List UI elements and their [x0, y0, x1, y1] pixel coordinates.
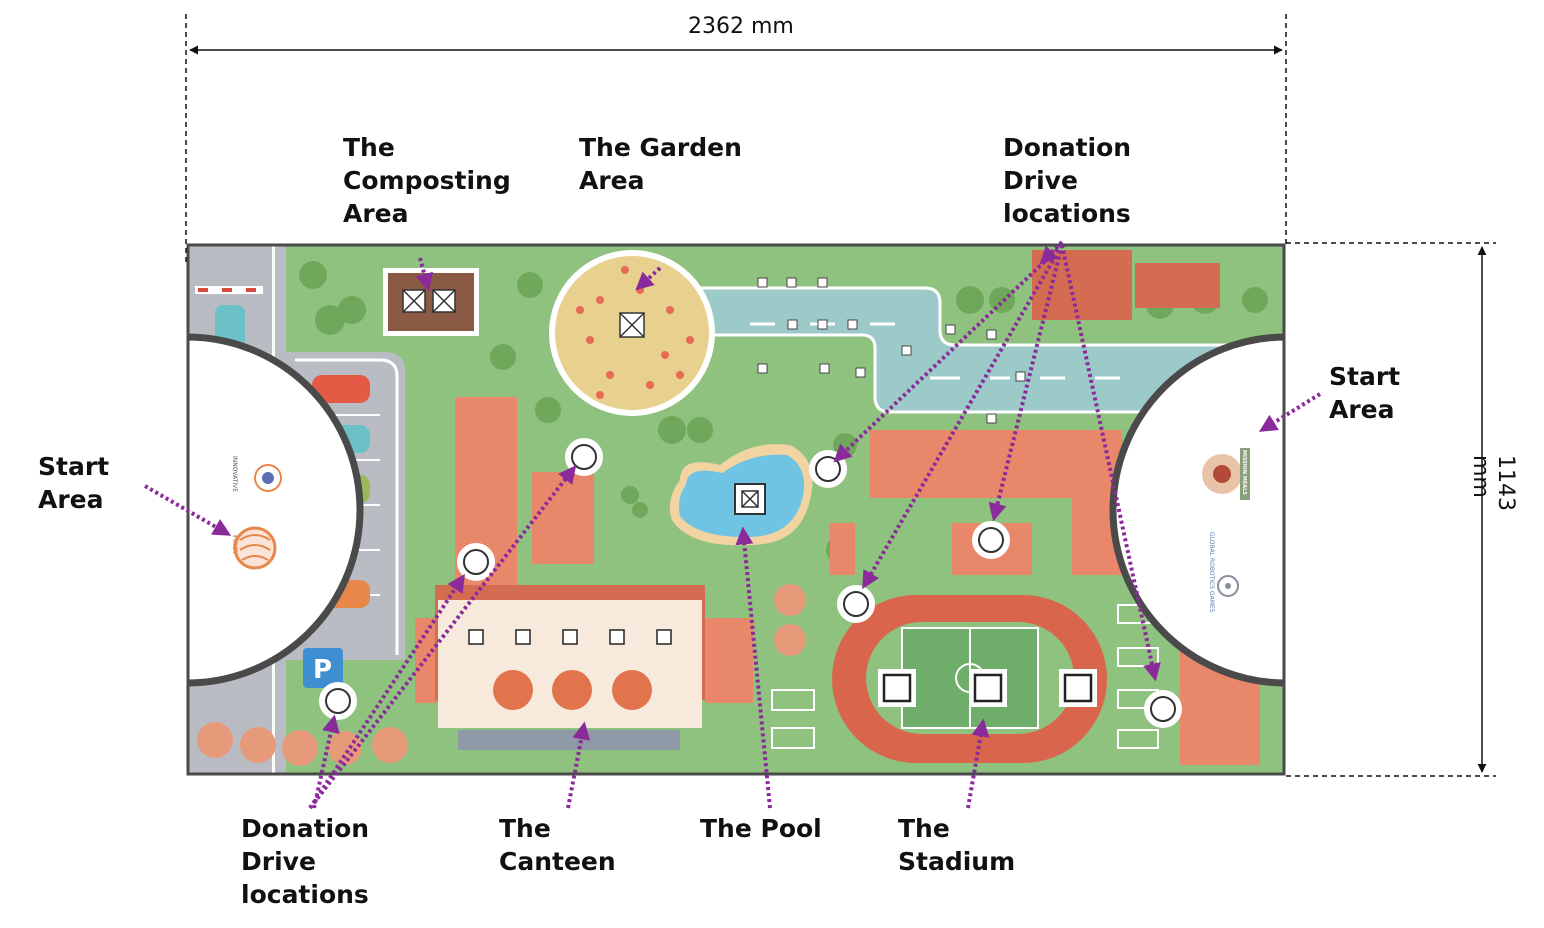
annotation-arrows — [143, 240, 1322, 810]
label-start-area-left: Start Area — [38, 452, 110, 514]
label-pool: The Pool — [700, 814, 822, 843]
label-stadium: The Stadium — [898, 814, 1016, 876]
svg-text:P: P — [313, 655, 332, 685]
game-mat: P — [188, 245, 1284, 774]
logo-text-global-robotics: GLOBAL ROBOTICS GAMES — [1208, 532, 1215, 613]
dimension-lines — [185, 14, 1496, 777]
width-dimension-label: 2362 mm — [688, 14, 794, 39]
label-composting-area: The Composting Area — [343, 133, 511, 228]
logo-text-innovative: INNOVATIVE — [231, 456, 238, 492]
label-donation-top: Donation Drive locations — [1003, 133, 1132, 228]
left-start-logos — [233, 464, 282, 570]
label-garden-area: The Garden Area — [579, 133, 742, 195]
label-start-area-right: Start Area — [1329, 362, 1401, 424]
label-donation-bottom: Donation Drive locations — [241, 814, 370, 909]
right-start-logos — [1202, 448, 1250, 597]
label-canteen: The Canteen — [499, 814, 616, 876]
logo-text-mission-meals: MISSION MEALS — [1241, 450, 1247, 495]
logo-text-first: FIRST — [231, 535, 238, 555]
mission-model-markers — [402, 277, 1097, 707]
